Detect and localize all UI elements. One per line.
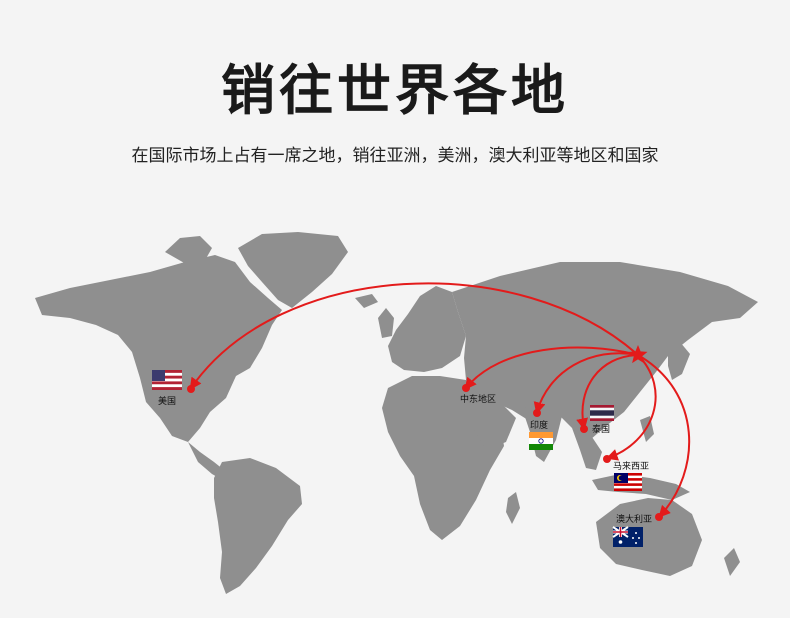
flag-india-icon <box>529 432 553 450</box>
north-america <box>35 255 282 442</box>
iceland <box>355 294 378 308</box>
star-icon <box>628 345 648 364</box>
label-usa: 美国 <box>158 395 176 407</box>
madagascar <box>506 492 520 524</box>
africa <box>382 376 504 540</box>
route-malaysia <box>605 354 657 461</box>
label-thailand: 泰国 <box>592 423 610 435</box>
asia <box>452 262 758 440</box>
page-subtitle: 在国际市场上占有一席之地，销往亚洲，美洲，澳大利亚等地区和国家 <box>131 146 659 166</box>
marker-dot-australia <box>655 513 663 521</box>
south-america <box>214 458 302 594</box>
label-malaysia: 马来西亚 <box>613 461 649 472</box>
label-india: 印度 <box>530 419 548 431</box>
marker-dot-middle-east <box>462 384 470 392</box>
uk <box>378 308 394 338</box>
marker-dot-usa <box>187 385 195 393</box>
europe <box>388 286 466 372</box>
flag-usa-icon <box>152 370 182 390</box>
route-australia <box>637 354 691 518</box>
label-australia: 澳大利亚 <box>616 513 652 525</box>
flag-thailand-icon <box>590 405 614 421</box>
southeast-asia <box>572 428 602 470</box>
new-zealand <box>724 548 740 576</box>
route-middle-east <box>464 346 639 390</box>
arctic-islands <box>165 236 212 264</box>
route-usa <box>189 282 639 390</box>
greenland <box>238 232 348 308</box>
route-india <box>533 352 639 415</box>
australia <box>596 498 702 576</box>
landmasses <box>35 232 758 594</box>
arabia <box>474 398 516 450</box>
route-thailand <box>576 354 639 431</box>
flag-malaysia-icon <box>614 473 642 491</box>
japan <box>668 342 690 380</box>
marker-dot-india <box>533 409 541 417</box>
page-title: 销往世界各地 <box>221 59 569 122</box>
marker-dot-malaysia <box>603 455 611 463</box>
marker-dot-thailand <box>580 425 588 433</box>
routes <box>189 282 691 518</box>
label-middle-east: 中东地区 <box>460 393 496 405</box>
flag-australia-icon <box>612 526 643 547</box>
